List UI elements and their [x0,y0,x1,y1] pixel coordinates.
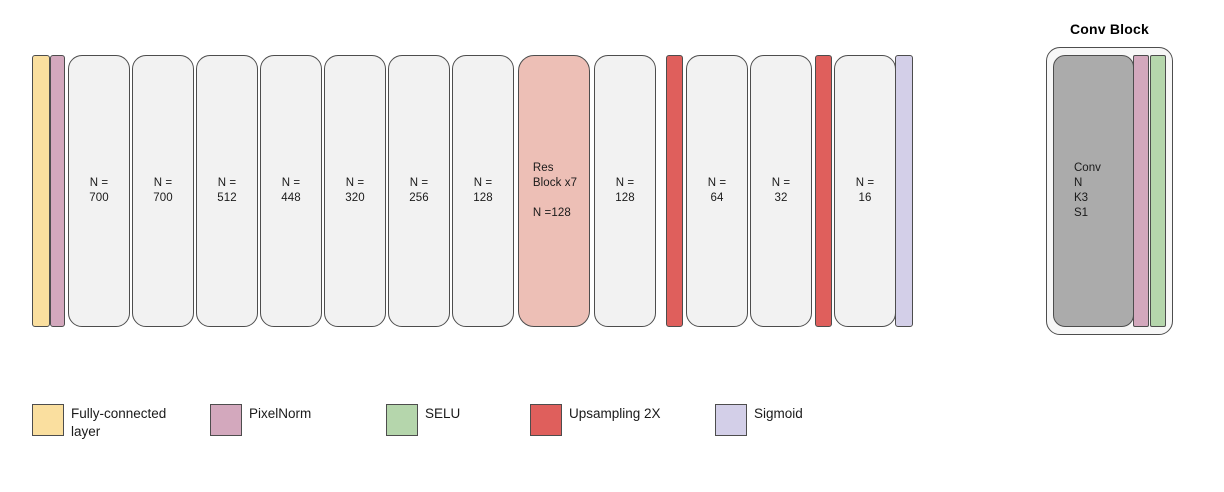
upsampling-layer-a [666,55,683,327]
conv-block-selu [1150,55,1166,327]
conv-layer-256: N = 256 [388,55,450,327]
legend-fully-connected-layer: Fully-connected layer [32,404,166,441]
legend: Fully-connected layer PixelNorm SELU Upsamp… [0,404,1224,464]
conv-layer-700-a: N = 700 [68,55,130,327]
conv-block-pixelnorm [1133,55,1149,327]
legend-pixelnorm: PixelNorm [210,404,311,436]
conv-block-panel: Conv N K3 S1 [1046,47,1173,335]
conv-layer-512-label: N = 512 [217,177,237,204]
legend-pixelnorm-label: PixelNorm [249,406,312,421]
conv-layer-448-label: N = 448 [281,177,301,204]
legend-fully-connected-layer-label: Fully-connected layer [71,406,167,439]
conv-layer-128-b: N = 128 [594,55,656,327]
conv-layer-700-b: N = 700 [132,55,194,327]
conv-layer-16-label: N = 16 [855,177,875,204]
pixelnorm-layer [50,55,65,327]
legend-sigmoid-label: Sigmoid [754,406,803,421]
conv-layer-32-label: N = 32 [771,177,791,204]
conv-block-conv-label: Conv N K3 S1 [1074,162,1101,219]
res-block-label: Res Block x7 N =128 [532,162,578,219]
legend-upsampling-2x: Upsampling 2X [530,404,661,436]
conv-layer-512: N = 512 [196,55,258,327]
conv-layer-32: N = 32 [750,55,812,327]
conv-layer-700-b-label: N = 700 [153,177,173,204]
conv-layer-700-a-label: N = 700 [89,177,109,204]
conv-layer-256-label: N = 256 [409,177,429,204]
legend-fully-connected-layer-swatch [32,404,64,436]
fully-connected-layer [32,55,50,327]
conv-layer-128-a: N = 128 [452,55,514,327]
legend-selu-swatch [386,404,418,436]
legend-sigmoid-swatch [715,404,747,436]
conv-block-conv: Conv N K3 S1 [1053,55,1134,327]
sigmoid-layer [895,55,913,327]
conv-layer-448: N = 448 [260,55,322,327]
conv-layer-64: N = 64 [686,55,748,327]
legend-upsampling-2x-label: Upsampling 2X [569,406,661,421]
network-chain: N = 700 N = 700 N = 512 N = 448 N = 320 N = 2… [32,55,913,327]
legend-sigmoid: Sigmoid [715,404,803,436]
conv-block-title: Conv Block [1069,21,1149,37]
res-block: Res Block x7 N =128 [518,55,590,327]
conv-layer-128-b-label: N = 128 [615,177,635,204]
conv-layer-320-label: N = 320 [345,177,365,204]
conv-layer-128-a-label: N = 128 [473,177,493,204]
legend-selu: SELU [386,404,460,436]
legend-pixelnorm-swatch [210,404,242,436]
conv-layer-16: N = 16 [834,55,896,327]
conv-layer-64-label: N = 64 [707,177,727,204]
conv-layer-320: N = 320 [324,55,386,327]
legend-upsampling-2x-swatch [530,404,562,436]
legend-selu-label: SELU [425,406,461,421]
upsampling-layer-b [815,55,832,327]
